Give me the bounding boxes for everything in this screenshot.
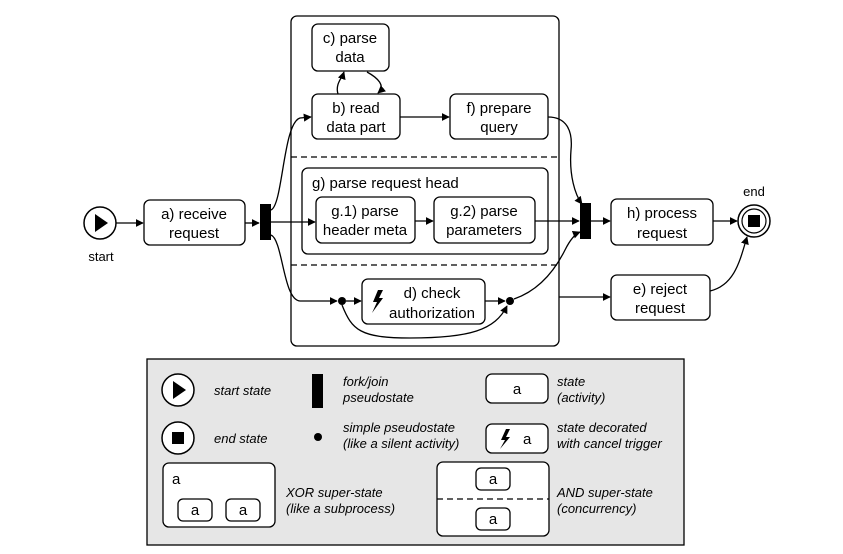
edge-fork-pseudo bbox=[270, 234, 338, 305]
svg-text:b) read: b) read bbox=[332, 100, 380, 117]
state-e-reject-request: e) reject request bbox=[610, 274, 711, 321]
legend-cancel-box bbox=[485, 423, 549, 454]
svg-text:with cancel trigger: with cancel trigger bbox=[557, 436, 662, 451]
edge-fork-b bbox=[270, 113, 312, 211]
legend-lightning-icon bbox=[500, 429, 510, 449]
state-a-receive-request: a) receive request bbox=[143, 199, 246, 246]
svg-text:g) parse request head: g) parse request head bbox=[312, 175, 459, 192]
start-state bbox=[83, 206, 117, 240]
svg-text:a: a bbox=[523, 431, 532, 448]
state-f-prepare-query: f) prepare query bbox=[449, 93, 549, 140]
svg-text:AND super-state: AND super-state bbox=[556, 485, 653, 500]
fork-bar bbox=[260, 204, 271, 240]
svg-text:query: query bbox=[480, 119, 518, 136]
svg-text:state: state bbox=[557, 374, 585, 389]
svg-text:e) reject: e) reject bbox=[633, 281, 688, 298]
edge-c-b bbox=[366, 71, 387, 94]
svg-text:g.2) parse: g.2) parse bbox=[450, 203, 518, 220]
svg-text:parameters: parameters bbox=[446, 222, 522, 239]
legend-pseudostate-icon bbox=[314, 433, 322, 441]
svg-text:f) prepare: f) prepare bbox=[466, 100, 531, 117]
svg-text:authorization: authorization bbox=[389, 305, 475, 322]
svg-text:(activity): (activity) bbox=[557, 390, 605, 405]
pseudostate-left bbox=[338, 297, 346, 305]
svg-text:simple pseudostate: simple pseudostate bbox=[343, 420, 455, 435]
lightning-icon bbox=[372, 290, 383, 313]
svg-text:state decorated: state decorated bbox=[557, 420, 647, 435]
start-label: start bbox=[88, 249, 114, 264]
svg-text:a: a bbox=[489, 471, 498, 488]
stop-icon bbox=[748, 215, 760, 227]
svg-text:pseudostate: pseudostate bbox=[342, 390, 414, 405]
svg-text:h) process: h) process bbox=[627, 205, 697, 222]
svg-text:a) receive: a) receive bbox=[161, 206, 227, 223]
svg-text:header meta: header meta bbox=[323, 222, 408, 239]
svg-text:request: request bbox=[635, 300, 686, 317]
svg-text:fork/join: fork/join bbox=[343, 374, 389, 389]
edge-pseudo-join bbox=[513, 230, 581, 300]
state-g1-parse-header-meta: g.1) parse header meta bbox=[315, 196, 416, 244]
svg-text:g.1) parse: g.1) parse bbox=[331, 203, 399, 220]
state-d-check-authorization: d) check authorization bbox=[361, 278, 486, 325]
svg-text:(like a silent activity): (like a silent activity) bbox=[343, 436, 459, 451]
legend-state-box bbox=[485, 373, 549, 404]
edge-f-join bbox=[547, 116, 583, 205]
svg-text:d) check: d) check bbox=[404, 285, 461, 302]
state-b-read-data-part: b) read data part bbox=[311, 93, 401, 140]
state-g2-parse-parameters: g.2) parse parameters bbox=[433, 196, 536, 244]
svg-text:a: a bbox=[172, 471, 181, 488]
pseudostate-right bbox=[506, 297, 514, 305]
join-bar bbox=[580, 203, 591, 239]
svg-text:a: a bbox=[513, 381, 522, 398]
end-state bbox=[737, 204, 771, 238]
svg-text:data part: data part bbox=[326, 119, 386, 136]
svg-text:request: request bbox=[637, 225, 688, 242]
svg-text:a: a bbox=[191, 502, 200, 519]
state-c-parse-data: c) parse data bbox=[311, 23, 390, 72]
state-h-process-request: h) process request bbox=[610, 198, 714, 246]
end-label: end bbox=[743, 184, 765, 199]
svg-text:a: a bbox=[489, 511, 498, 528]
legend: start state end state fork/join pseudost… bbox=[146, 358, 685, 546]
legend-end-label: end state bbox=[214, 431, 268, 446]
svg-text:a: a bbox=[239, 502, 248, 519]
svg-text:request: request bbox=[169, 225, 220, 242]
svg-text:c) parse: c) parse bbox=[323, 30, 377, 47]
svg-text:(concurrency): (concurrency) bbox=[557, 501, 636, 516]
edge-pseudo-bypass bbox=[341, 304, 508, 339]
legend-start-label: start state bbox=[214, 383, 271, 398]
svg-text:XOR super-state: XOR super-state bbox=[285, 485, 383, 500]
legend-fork-icon bbox=[312, 374, 323, 408]
play-icon bbox=[95, 214, 108, 232]
edge-b-c bbox=[336, 71, 346, 95]
svg-text:data: data bbox=[335, 49, 365, 66]
edge-e-end bbox=[709, 236, 749, 292]
svg-text:(like a subprocess): (like a subprocess) bbox=[286, 501, 395, 516]
